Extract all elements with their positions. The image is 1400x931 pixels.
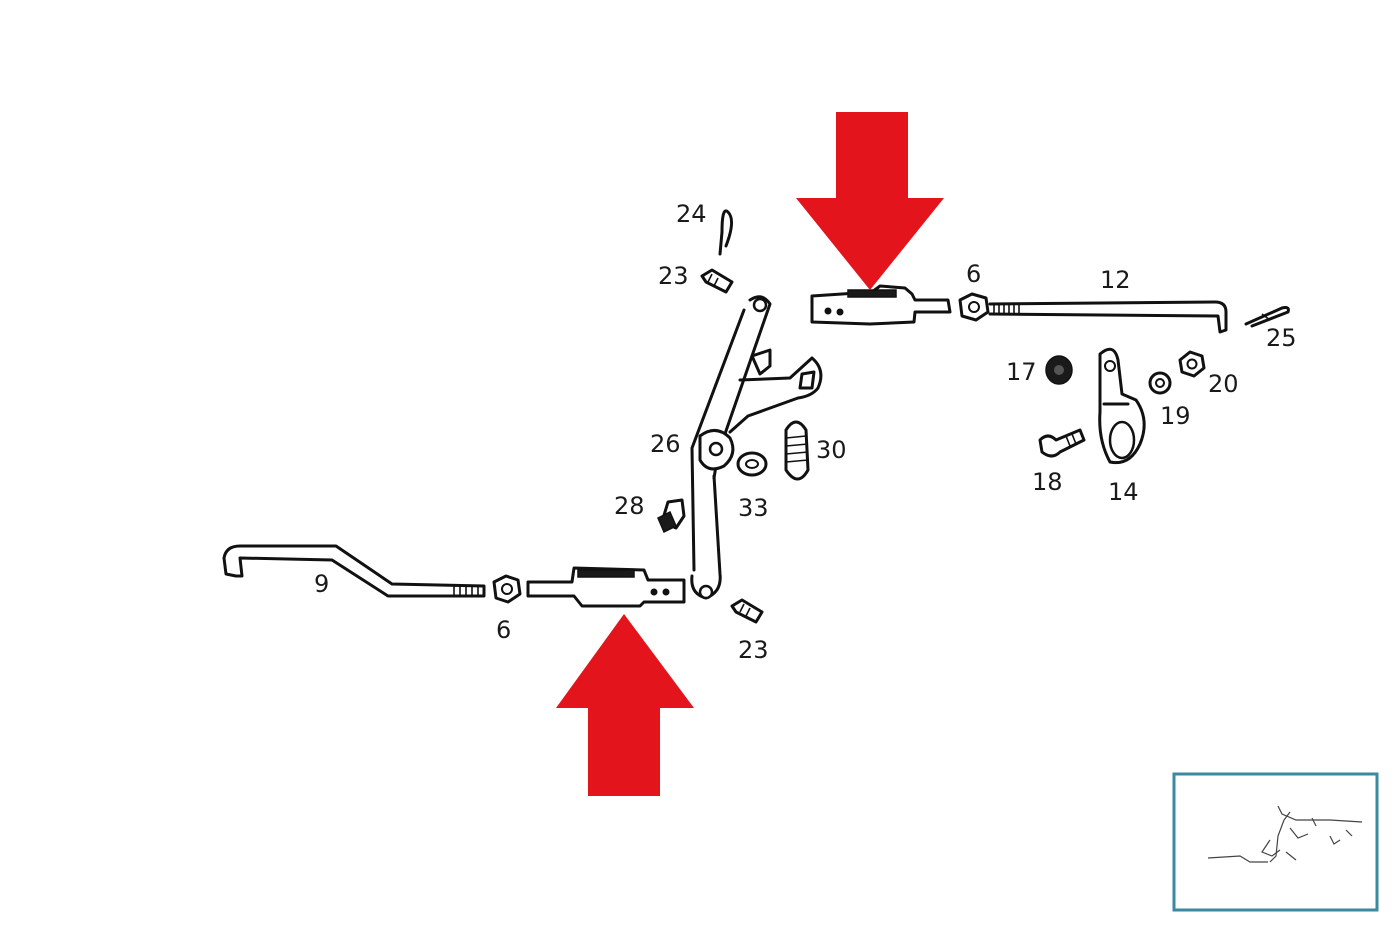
label-26: 26	[650, 430, 681, 458]
lower-clevis	[526, 566, 686, 608]
top-cotter-pin	[718, 209, 733, 256]
bottom-pin-23	[730, 598, 764, 624]
label-33: 33	[738, 494, 769, 522]
label-23-top: 23	[658, 262, 689, 290]
upper-cotter-pin	[1244, 306, 1290, 328]
upper-clevis	[810, 284, 952, 326]
lower-nut	[492, 574, 522, 604]
washer-19	[1148, 371, 1172, 395]
top-pin-23	[700, 268, 734, 294]
grease-nipple-28	[657, 498, 686, 534]
upper-nut	[958, 292, 990, 322]
thumbnail-sketch	[1207, 805, 1363, 863]
label-23-bottom: 23	[738, 636, 769, 664]
label-20: 20	[1208, 370, 1239, 398]
lower-rod	[222, 544, 486, 598]
nut-17	[1045, 355, 1073, 385]
label-24: 24	[676, 200, 707, 228]
upper-rod	[988, 300, 1228, 334]
label-30: 30	[816, 436, 847, 464]
label-19: 19	[1160, 402, 1191, 430]
overview-thumbnail	[1172, 772, 1379, 912]
bolt-18	[1038, 428, 1086, 458]
bracket-14	[1098, 347, 1146, 465]
label-18: 18	[1032, 468, 1063, 496]
bell-crank-lever	[690, 295, 823, 600]
nut-20	[1178, 350, 1206, 378]
label-17: 17	[1006, 358, 1037, 386]
spring-30	[784, 420, 810, 481]
label-9: 9	[314, 570, 329, 598]
label-6-top: 6	[966, 260, 981, 288]
down-arrow-icon	[796, 112, 944, 290]
label-25: 25	[1266, 324, 1297, 352]
label-12: 12	[1100, 266, 1131, 294]
up-arrow-icon	[556, 614, 694, 796]
label-14: 14	[1108, 478, 1139, 506]
label-28: 28	[614, 492, 645, 520]
label-6-bottom: 6	[496, 616, 511, 644]
washer-33	[736, 451, 768, 477]
